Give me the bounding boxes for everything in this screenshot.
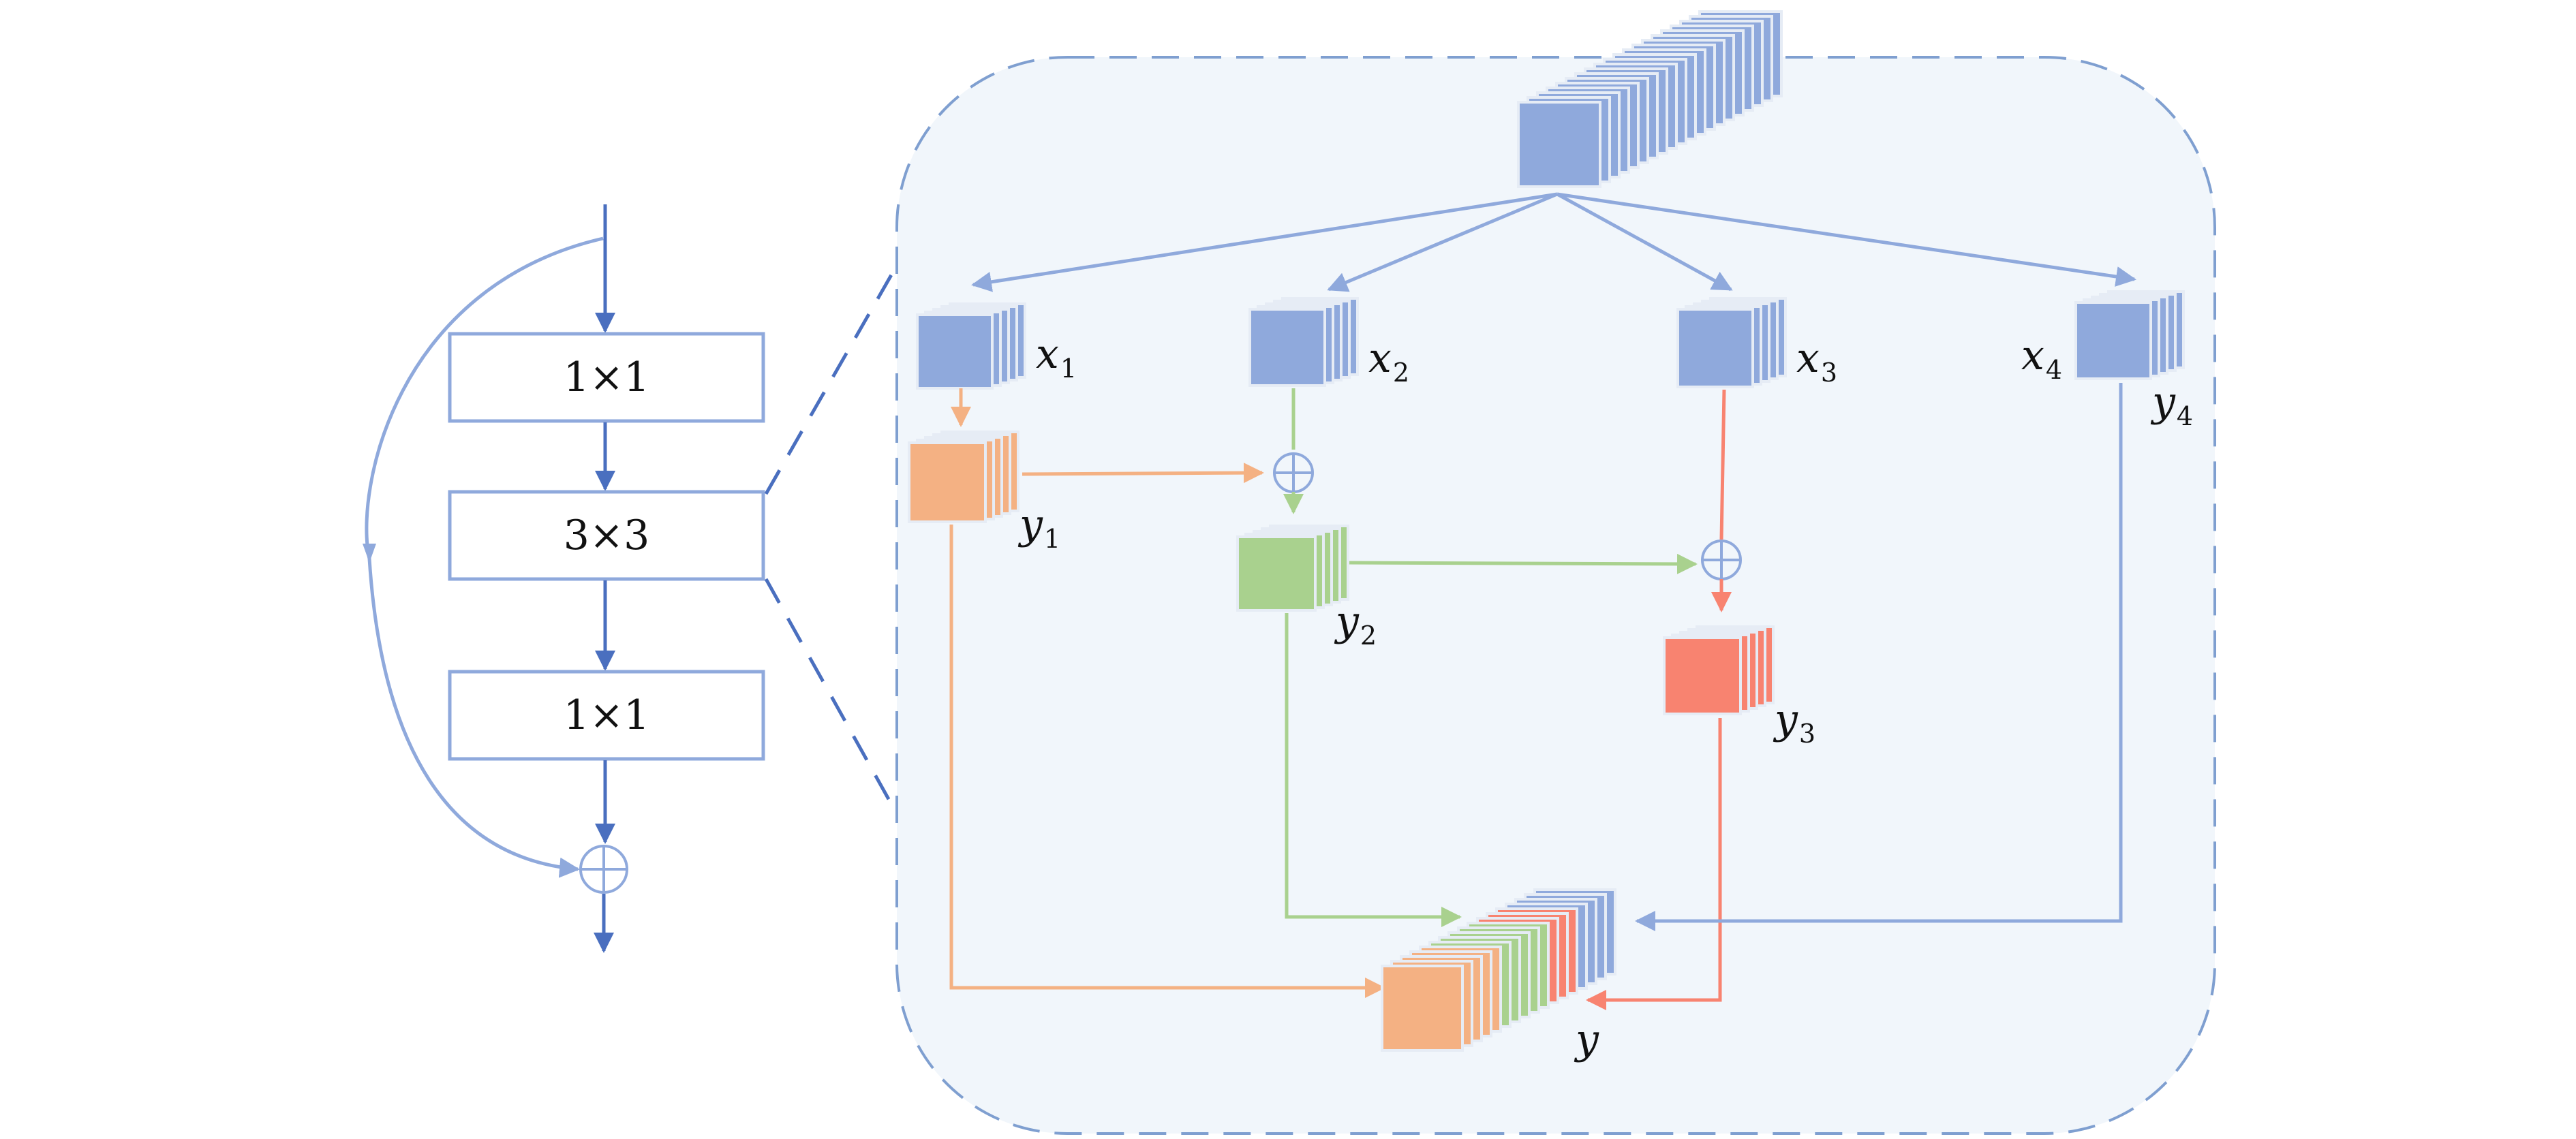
- label-y-output: y: [1574, 1016, 1599, 1063]
- res2net-panel: [895, 56, 2216, 1135]
- label-y4: y4: [2150, 378, 2193, 431]
- label-x4: x4: [2021, 332, 2062, 385]
- y3-feature-map: [1663, 625, 1775, 715]
- path-y3-to-output: [1586, 718, 1722, 1010]
- label-x3: x3: [1796, 334, 1837, 388]
- add-icon-branch2: [1273, 452, 1314, 493]
- x3-feature-map: [1676, 297, 1787, 388]
- zoom-line-top: [764, 271, 895, 495]
- split-arrow-x4: [1557, 192, 2136, 287]
- x4-feature-map: [2074, 290, 2185, 380]
- zoom-line-bottom: [764, 578, 891, 802]
- residual-add-icon: [579, 845, 628, 894]
- split-arrow-x3: [1556, 192, 1733, 292]
- arrow-x3-to-add3: [1719, 389, 1726, 540]
- split-arrow-x1: [971, 192, 1558, 292]
- label-y1: y1: [1017, 501, 1060, 554]
- path-y1-to-output: [949, 525, 1385, 998]
- label-x2: x2: [1368, 334, 1409, 388]
- label-y3: y3: [1773, 696, 1815, 749]
- y2-feature-map: [1236, 525, 1349, 612]
- label-x1: x1: [1036, 330, 1077, 384]
- conv3x3-box: [448, 490, 765, 581]
- x2-feature-map: [1248, 297, 1359, 387]
- y1-feature-map: [908, 431, 1019, 523]
- arrow-y2-to-add3: [1349, 553, 1698, 574]
- bottleneck-block: 1×1 3×3 1×1: [363, 204, 765, 953]
- conv3x3-label: 3×3: [564, 512, 650, 559]
- arrow-y1-to-add2: [1022, 463, 1264, 484]
- path-y4-to-output: [1635, 383, 2123, 931]
- path-y2-to-output: [1285, 613, 1462, 927]
- conv1x1-bottom-box: [448, 670, 765, 761]
- label-y2: y2: [1334, 597, 1377, 651]
- input-feature-map: [1517, 10, 1783, 188]
- conv1x1-top-box: [448, 332, 765, 423]
- x1-feature-map: [916, 302, 1026, 390]
- output-feature-map: [1381, 888, 1616, 1052]
- conv1x1-bottom-label: 1×1: [564, 691, 650, 739]
- add-icon-branch3: [1701, 540, 1742, 580]
- split-arrow-x2: [1327, 192, 1558, 292]
- skip-arrowhead-icon: [363, 544, 376, 563]
- conv1x1-top-label: 1×1: [564, 354, 650, 401]
